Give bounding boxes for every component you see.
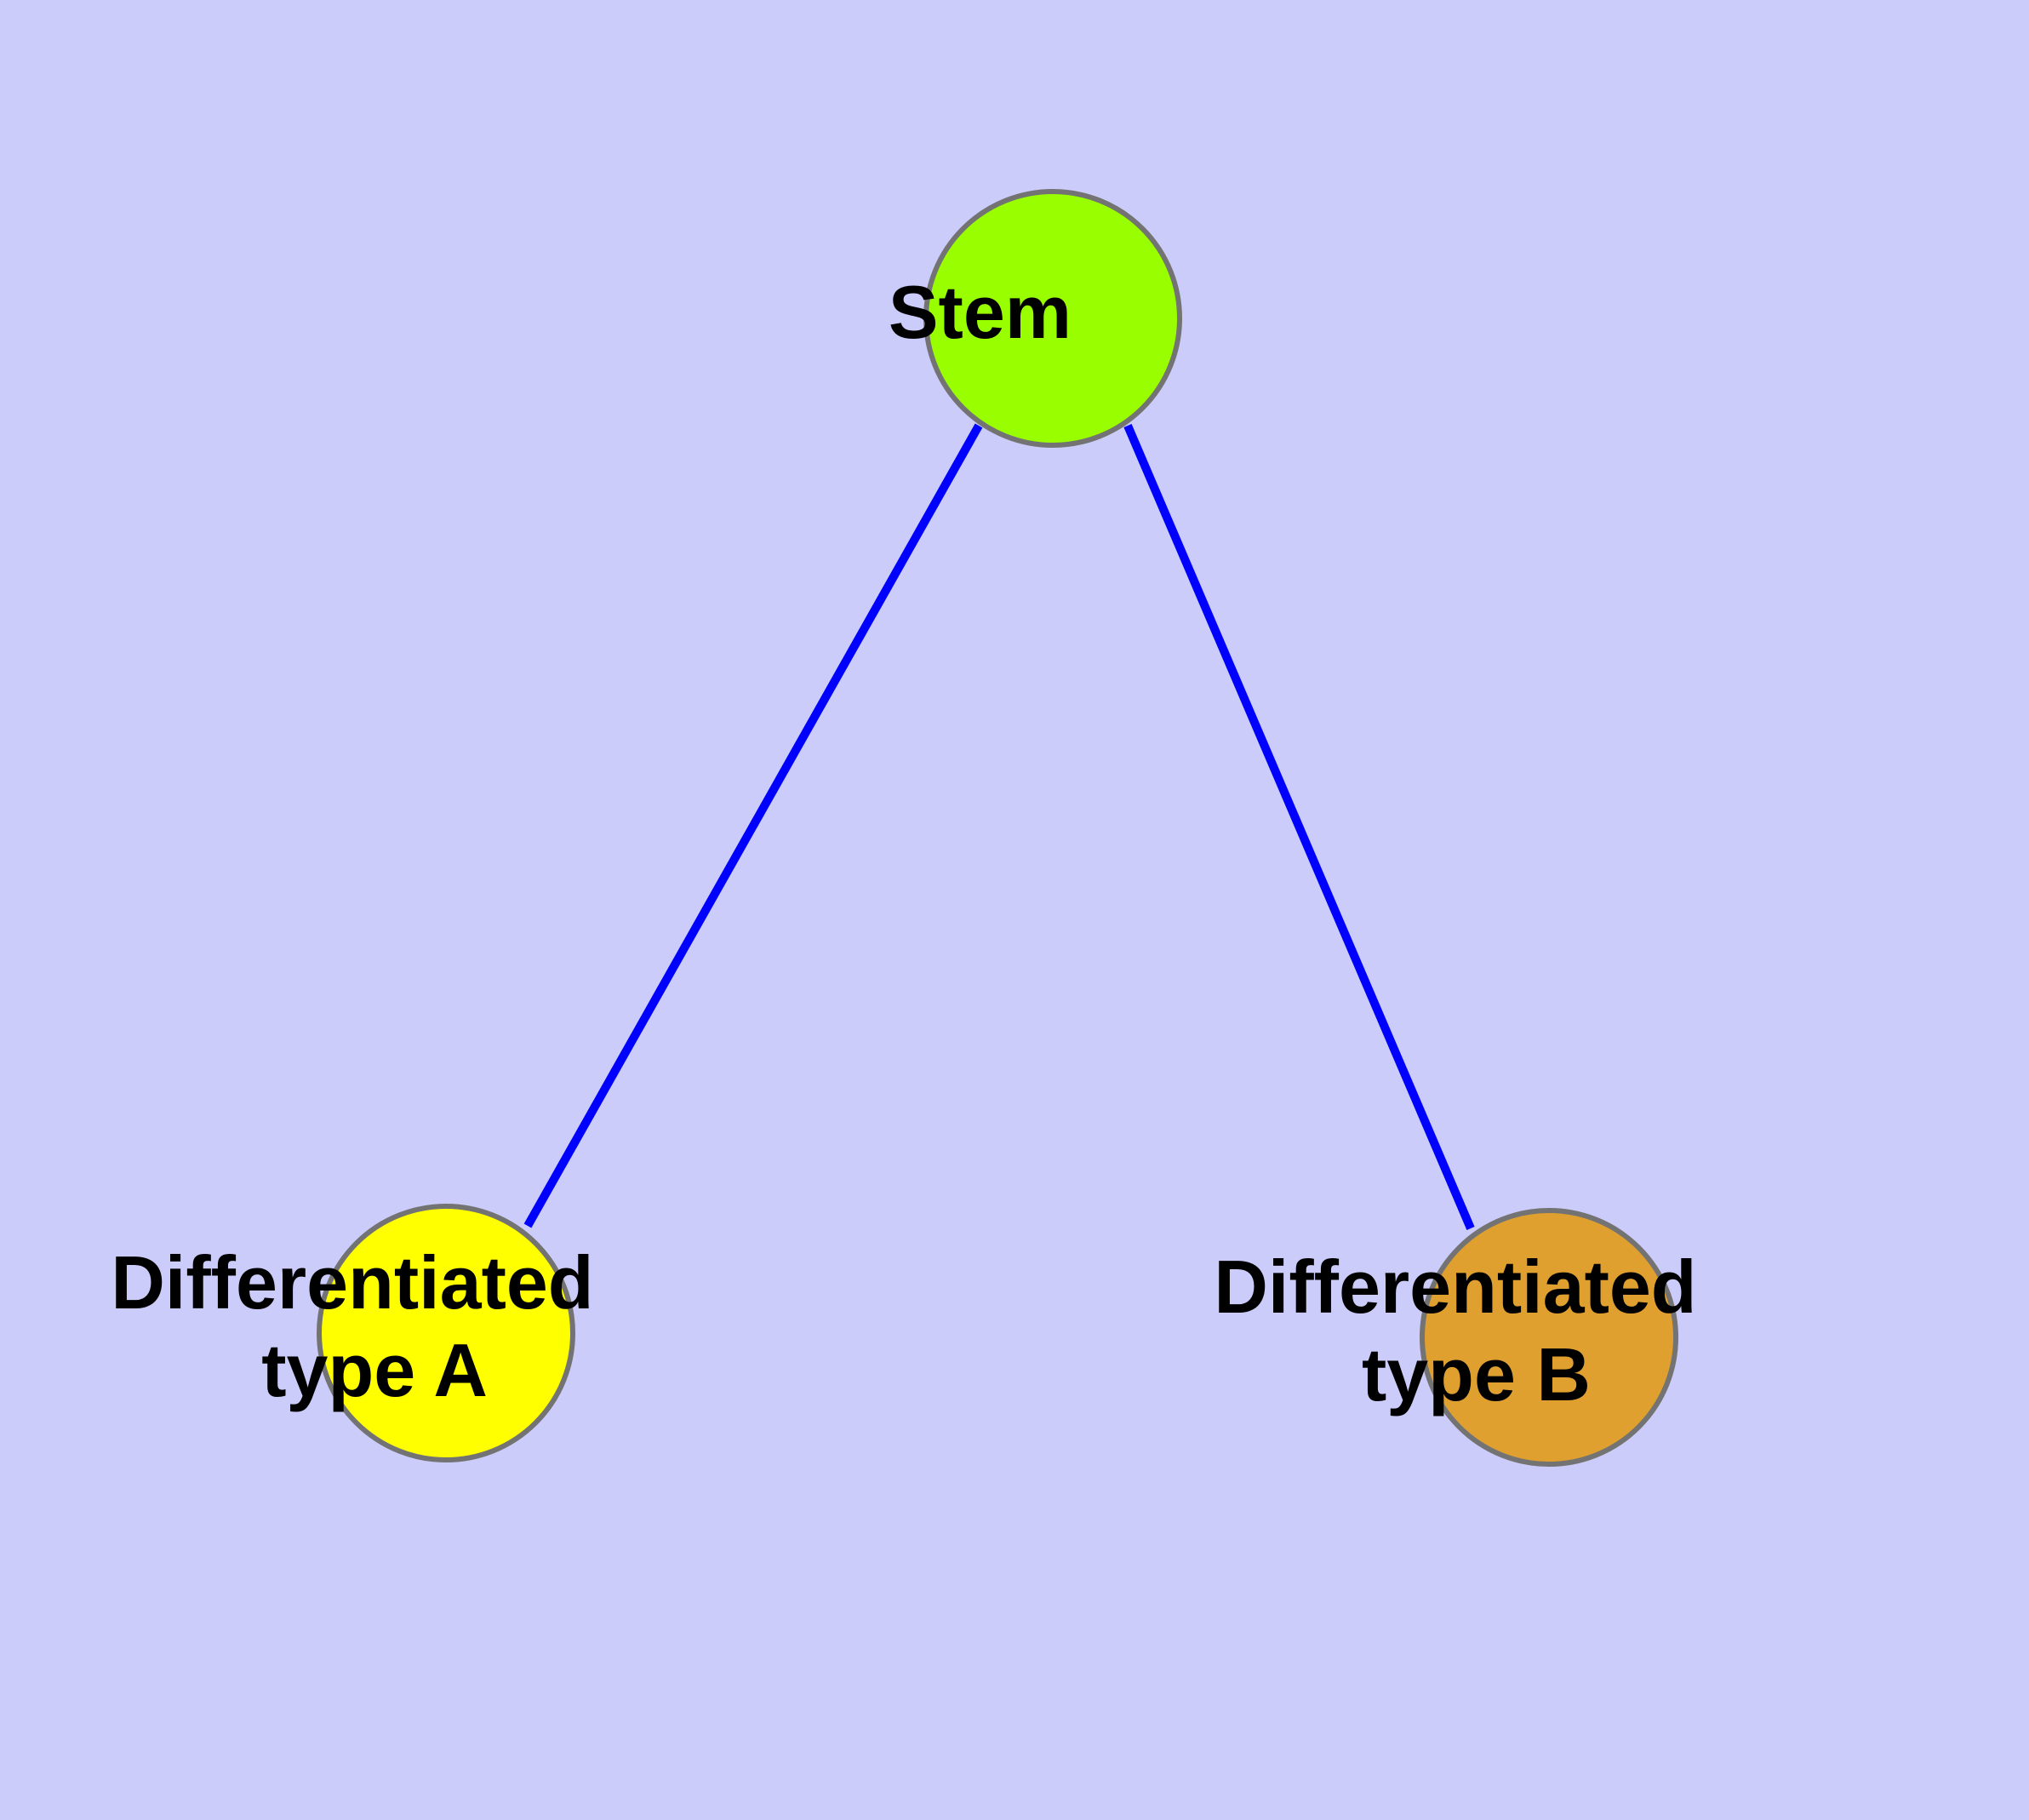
node-label-diff-a: Differentiated type A [111,1240,780,1412]
edge-layer [523,423,1475,1230]
node-circle-stem[interactable] [923,189,1182,448]
node-label-diff-b-line2: type B [1362,1332,1591,1417]
node-label-stem: Stem [889,270,1217,354]
node-circle-diff-a[interactable] [317,1204,575,1462]
node-label-diff-a-line1: Differentiated [111,1240,593,1325]
node-label-diff-b-line1: Differentiated [1214,1245,1696,1329]
node-label-diff-a-line2: type A [261,1328,486,1412]
node-label-diff-b: Differentiated type B [1214,1245,1883,1417]
edge-stem-to-diff-b[interactable] [1123,424,1475,1230]
node-circle-diff-b[interactable] [1420,1208,1678,1467]
node-label-stem-line1: Stem [889,270,1072,354]
node-layer [317,189,1678,1467]
label-layer: Stem Differentiated type A Differentiate… [111,270,1883,1417]
edge-stem-to-diff-a[interactable] [523,423,983,1228]
